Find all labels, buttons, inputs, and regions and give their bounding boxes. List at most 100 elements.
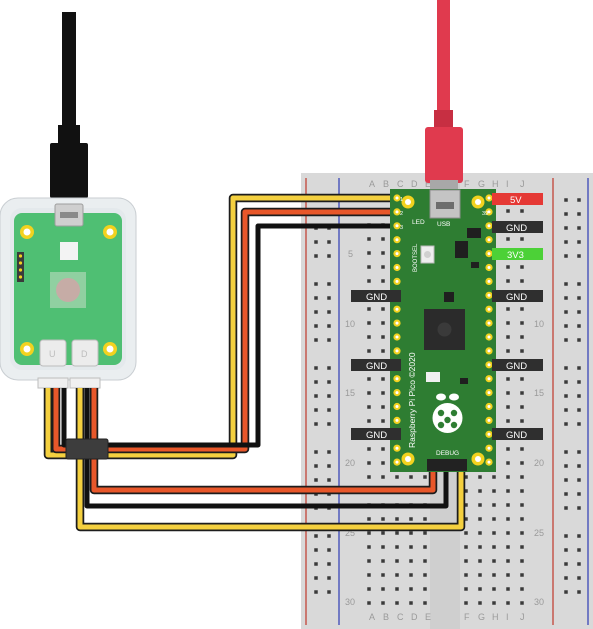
row-number: 20 (345, 458, 355, 468)
rail-hole (327, 240, 331, 244)
breadboard-hole (464, 503, 468, 507)
rail-hole (314, 254, 318, 258)
rail-hole (314, 548, 318, 552)
breadboard-hole (520, 405, 524, 409)
rail-hole (314, 408, 318, 412)
breadboard-hole (381, 377, 385, 381)
pico-pad-hole (395, 321, 399, 325)
rail-hole (314, 296, 318, 300)
rail-hole (564, 240, 568, 244)
pico-pad-hole (395, 238, 399, 242)
breadboard-hole (395, 531, 399, 535)
rail-hole (577, 282, 581, 286)
row-number: 30 (345, 597, 355, 607)
header-pin (18, 275, 23, 279)
rail-hole (564, 534, 568, 538)
breadboard-hole (381, 545, 385, 549)
breadboard-hole (381, 251, 385, 255)
column-letter: D (411, 179, 418, 189)
rail-hole (577, 310, 581, 314)
pico-mounting-hole-center (405, 456, 411, 462)
breadboard-hole (492, 545, 496, 549)
rail-hole (327, 408, 331, 412)
breadboard-hole (409, 517, 413, 521)
rail-hole (577, 394, 581, 398)
pico-pad-hole (487, 335, 491, 339)
pico-usb-label: USB (437, 221, 450, 228)
breadboard-hole (367, 601, 371, 605)
rail-hole (577, 590, 581, 594)
pico-usb-slot (436, 202, 454, 209)
breadboard-hole (367, 461, 371, 465)
breadboard-hole (492, 559, 496, 563)
breadboard-hole (478, 531, 482, 535)
breadboard-hole (520, 531, 524, 535)
breadboard-hole (520, 335, 524, 339)
breadboard-hole (520, 517, 524, 521)
pico-pad-hole (487, 460, 491, 464)
rail-hole (577, 422, 581, 426)
red-cable-plug (425, 127, 463, 183)
debug-port-d-label: D (81, 349, 88, 359)
breadboard-hole (520, 391, 524, 395)
pico-silkscreen-label: Raspberry Pi Pico ©2020 (407, 352, 417, 448)
tag-5v (492, 193, 543, 205)
rail-hole (314, 282, 318, 286)
raspberry-drupe (444, 416, 451, 424)
breadboard-hole (492, 573, 496, 577)
pico-mounting-hole-center (475, 199, 481, 205)
pico-mounting-hole-center (475, 456, 481, 462)
breadboard-hole (423, 517, 427, 521)
rail-hole (314, 478, 318, 482)
breadboard-hole (423, 587, 427, 591)
breadboard-hole (520, 321, 524, 325)
wire-black-gnd (61, 223, 396, 448)
tag-gnd (492, 221, 543, 233)
breadboard-hole (520, 601, 524, 605)
column-letter: C (397, 612, 404, 622)
pico-pad-hole (395, 196, 399, 200)
pico-pin-number: 3 (400, 225, 403, 231)
rail-hole (327, 422, 331, 426)
breadboard-hole (395, 601, 399, 605)
rail-hole (577, 562, 581, 566)
breadboard-hole (520, 419, 524, 423)
breadboard-hole (506, 559, 510, 563)
tag-gnd-label: GND (366, 361, 387, 372)
pico-pin-number: 39 (482, 211, 488, 217)
breadboard-hole (492, 587, 496, 591)
debug-probe-button (60, 242, 78, 260)
rail-hole (577, 506, 581, 510)
breadboard-hole (381, 237, 385, 241)
breadboard-hole (367, 279, 371, 283)
mounting-hole-center (106, 228, 114, 236)
pico-pin-number: 2 (400, 211, 403, 217)
column-letter: J (520, 179, 525, 189)
row-numbers: 5 10 15 20 25 30 5 10 15 20 25 30 (345, 249, 544, 607)
rail-hole (577, 408, 581, 412)
breadboard-hole (367, 447, 371, 451)
raspberry-pi-logo-icon (432, 393, 463, 433)
rail-hole (564, 296, 568, 300)
breadboard-hole (506, 545, 510, 549)
wire-orange-swdio (53, 209, 396, 452)
pico-pad-hole (395, 349, 399, 353)
mounting-hole-center (23, 345, 31, 353)
rail-hole (327, 562, 331, 566)
pico-pad-hole (395, 210, 399, 214)
breadboard-hole (464, 545, 468, 549)
column-letter: A (369, 179, 375, 189)
rail-hole (327, 296, 331, 300)
breadboard-hole (381, 335, 385, 339)
row-number: 10 (534, 319, 544, 329)
breadboard-hole (506, 503, 510, 507)
breadboard-hole (367, 237, 371, 241)
breadboard-hole (381, 349, 385, 353)
breadboard-hole (506, 237, 510, 241)
breadboard-hole (381, 405, 385, 409)
rail-hole (577, 548, 581, 552)
rail-hole (564, 394, 568, 398)
pico-pad-hole (395, 405, 399, 408)
rail-hole (577, 450, 581, 454)
breadboard-hole (395, 517, 399, 521)
